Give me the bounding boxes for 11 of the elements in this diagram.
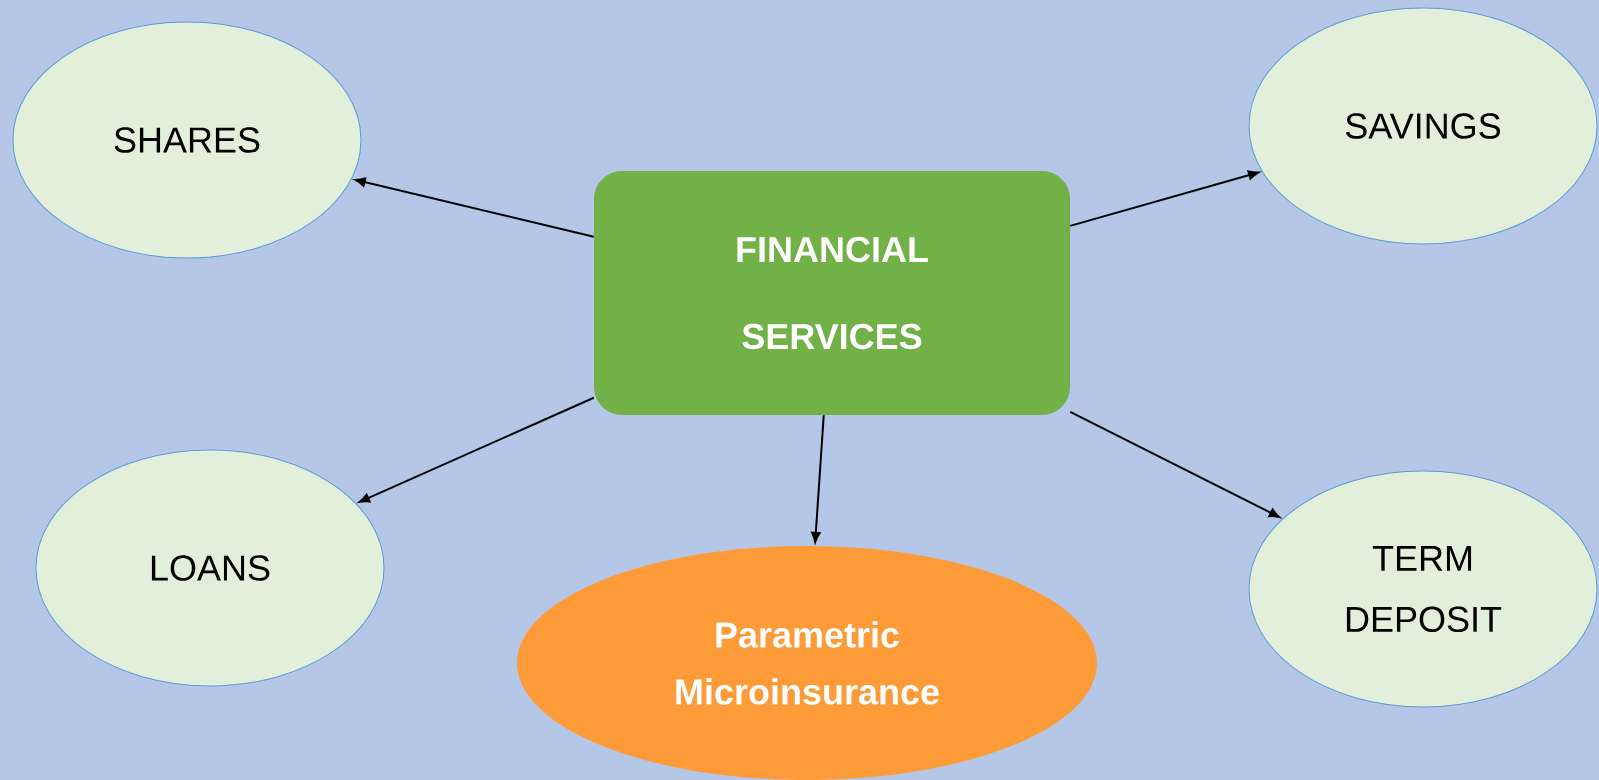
oval-node: Parametric Microinsurance	[517, 546, 1097, 780]
arrow	[1069, 170, 1260, 227]
arrow	[811, 414, 825, 543]
oval-node: LOANS	[35, 449, 385, 687]
oval-node: SHARES	[12, 21, 362, 259]
oval-node: SAVINGS	[1248, 7, 1598, 245]
arrow	[358, 396, 595, 503]
arrow	[1069, 410, 1281, 518]
rounded-box: FINANCIAL SERVICES	[594, 171, 1070, 415]
arrow	[354, 177, 595, 238]
oval-node: TERM DEPOSIT	[1248, 470, 1598, 708]
